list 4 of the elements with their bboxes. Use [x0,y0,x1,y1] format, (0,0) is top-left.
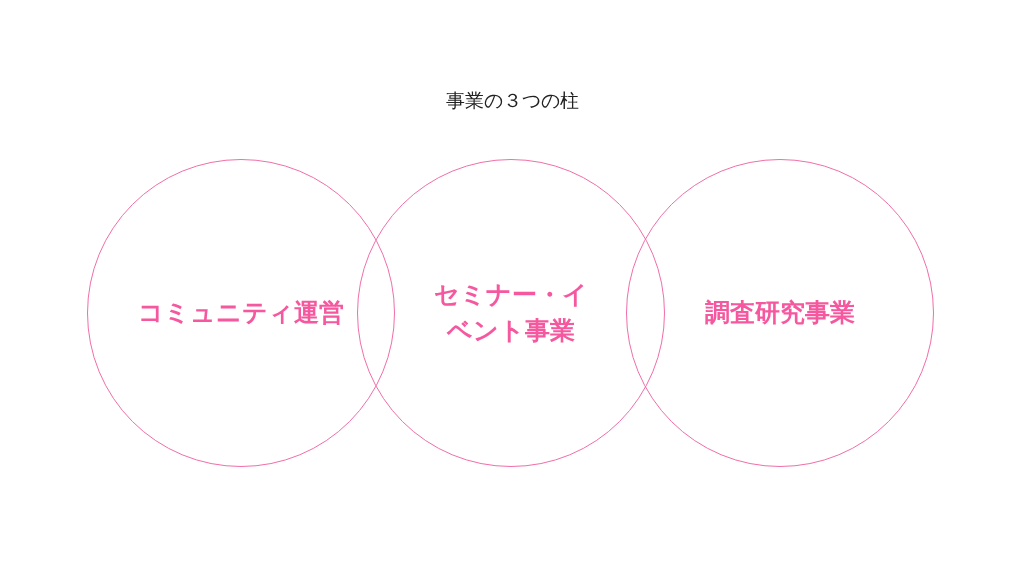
circle-label: コミュニティ運営 [138,296,344,329]
circle-label: セミナー・イベント事業 [433,278,589,347]
diagram-title: 事業の３つの柱 [444,88,580,113]
circle-label: 調査研究事業 [705,296,855,329]
